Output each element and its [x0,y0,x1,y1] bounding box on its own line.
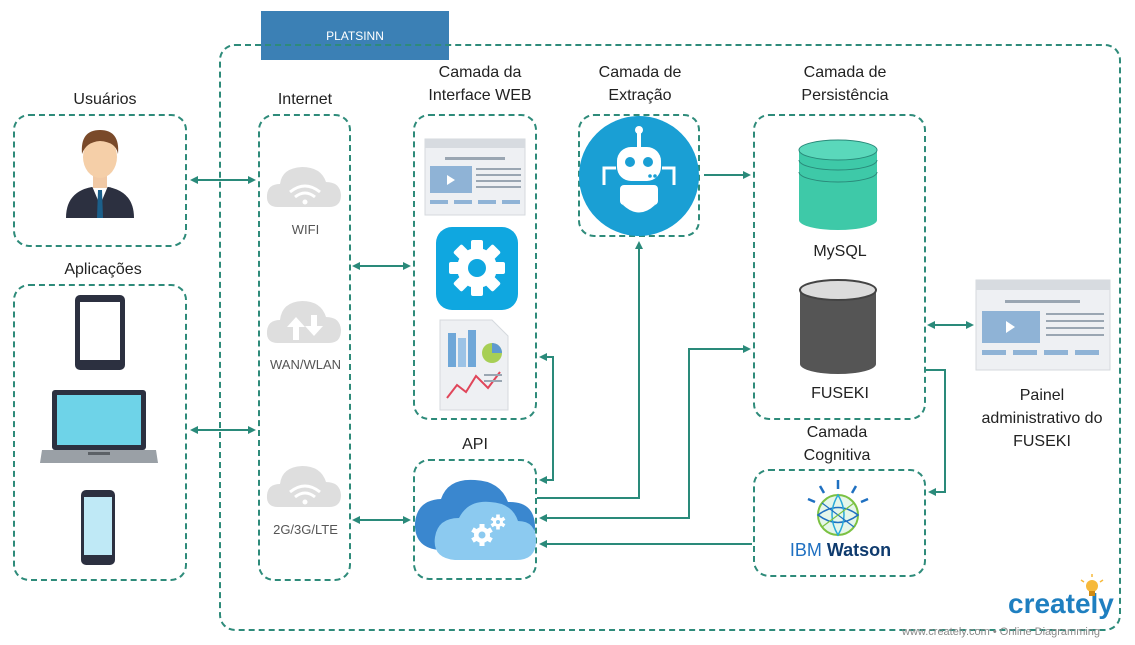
admin-browser-icon [975,279,1111,371]
users-label: Usuários [73,91,137,108]
cloud-transfer-icon [266,301,341,343]
user-icon [66,130,134,218]
database-icon-fuseki [799,279,877,374]
creately-logo: creately [1008,588,1114,619]
tablet-icon [75,295,125,370]
watson-ibm-text: IBM [789,540,822,560]
watson-icon [807,480,869,537]
cognitive-layer-box [753,469,926,577]
cloud-gear-icon [414,479,536,560]
wifi-label: WIFI [291,222,320,237]
robot-icon [579,116,699,236]
users-box [13,114,187,247]
wan-label: WAN/WLAN [269,357,342,372]
api-label: API [462,436,488,453]
apps-box [13,284,187,581]
platform-title: PLATSINN [261,11,449,60]
report-icon [439,319,509,411]
connector-persistence-cognitive [926,369,946,496]
connector-api-web [539,353,554,484]
connectors [190,171,974,548]
creately-url: www.creately.com • Online Diagramming [902,626,1101,638]
persistence-layer-label: Camada de Persistência [801,64,889,104]
internet-label: Internet [277,91,333,108]
watson-logo-text: IBM Watson [783,540,898,561]
cloud-wifi-icon [266,167,341,207]
admin-panel-label: Painel administrativo do FUSEKI [981,387,1103,450]
cloud-wifi-icon-mobile [266,466,341,507]
web-layer-box [413,114,537,420]
api-box [413,459,537,580]
extraction-layer-label: Camada de Extração [598,64,682,104]
phone-icon [81,490,115,565]
database-icon-mysql [798,139,878,230]
lightbulb-icon [1080,574,1104,596]
laptop-icon [40,390,158,463]
internet-box [258,114,351,581]
gear-icon [436,227,518,310]
mysql-label: MySQL [813,243,867,260]
fuseki-label: FUSEKI [811,385,869,402]
watson-name-text: Watson [826,540,892,560]
connector-api-persistence [539,345,751,522]
web-layer-label: Camada da Interface WEB [428,64,532,104]
persistence-layer-box [753,114,926,420]
browser-icon [424,138,526,216]
cognitive-layer-label: Camada Cognitiva [803,424,871,464]
platform-boundary [219,44,1121,631]
mobile-label: 2G/3G/LTE [273,522,338,537]
apps-label: Aplicações [64,261,142,278]
